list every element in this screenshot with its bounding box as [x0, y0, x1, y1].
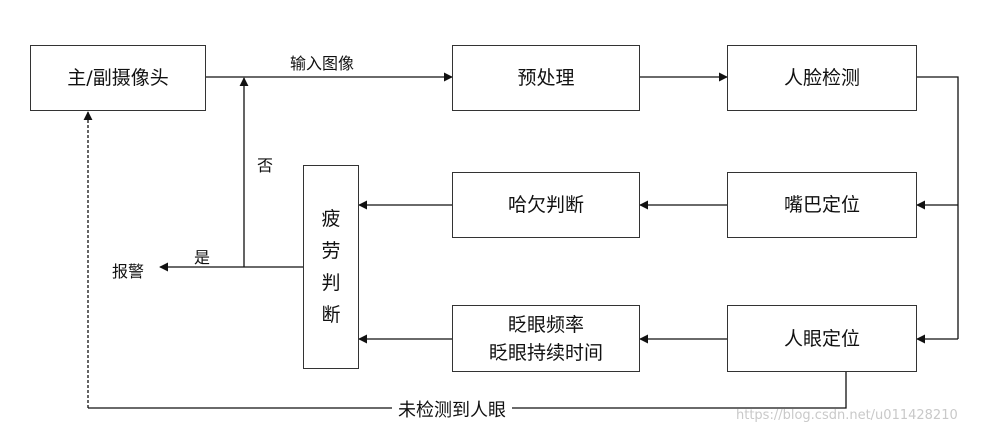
alarm-label: 报警	[112, 262, 145, 281]
camera-box: 主/副摄像头	[30, 45, 206, 111]
line-face-detect-trunk	[916, 76, 959, 339]
blink-metrics-box: 眨眼频率 眨眼持续时间	[452, 305, 640, 372]
mouth-locate-box: 嘴巴定位	[727, 172, 917, 238]
face-detect-box: 人脸检测	[727, 45, 917, 111]
yawn-judge-label: 哈欠判断	[507, 194, 584, 216]
camera-label: 主/副摄像头	[67, 67, 169, 89]
blink-duration-label: 眨眼持续时间	[488, 341, 603, 364]
preprocess-box: 预处理	[452, 45, 640, 111]
input-image-label: 输入图像	[290, 54, 355, 73]
watermark: https://blog.csdn.net/u011428210	[736, 408, 958, 423]
eye-locate-label: 人眼定位	[783, 327, 860, 350]
face-detect-label: 人脸检测	[783, 67, 860, 89]
fatigue-judge-char: 断	[321, 304, 341, 326]
no-branch-label: 否	[257, 156, 274, 175]
fatigue-judge-box: 疲 劳 判 断	[303, 165, 359, 369]
yawn-judge-box: 哈欠判断	[452, 172, 640, 238]
yes-branch-label: 是	[194, 248, 211, 267]
preprocess-label: 预处理	[517, 67, 575, 89]
no-eye-detected-label: 未检测到人眼	[392, 396, 512, 422]
eye-locate-box: 人眼定位	[727, 305, 917, 372]
mouth-locate-label: 嘴巴定位	[783, 194, 860, 216]
fatigue-judge-char: 劳	[321, 240, 341, 262]
fatigue-judge-char: 判	[321, 272, 341, 294]
blink-frequency-label: 眨眼频率	[507, 313, 584, 336]
fatigue-judge-char: 疲	[321, 208, 341, 230]
line-no-eye-feedback	[88, 372, 847, 409]
